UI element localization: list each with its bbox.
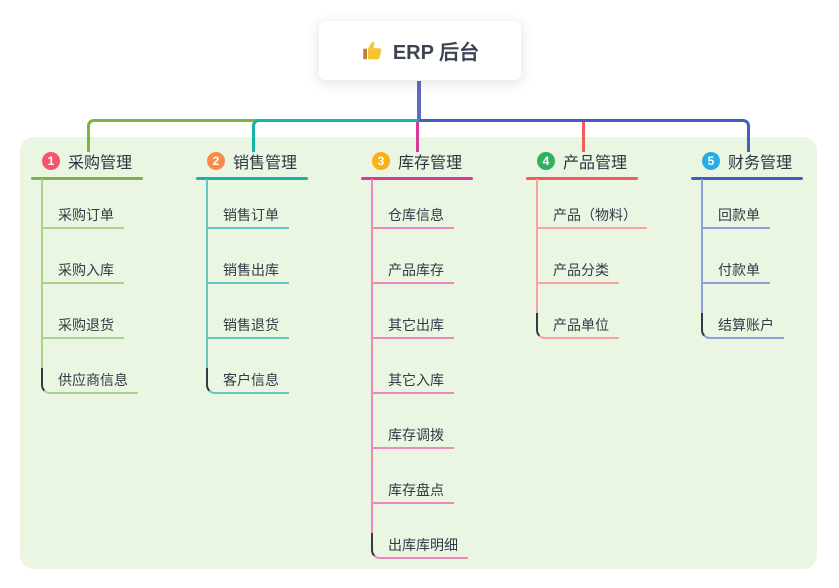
thumbs-up-icon <box>361 40 383 62</box>
child-node-label: 其它出库 <box>388 317 444 333</box>
child-node-customer-info[interactable]: 客户信息 <box>206 368 289 394</box>
connector-elbow-finance <box>419 119 750 152</box>
child-node-label: 采购入库 <box>58 262 114 278</box>
branch-node-purchase-management[interactable]: 1 采购管理 <box>42 150 132 172</box>
branch-node-product-management[interactable]: 4 产品管理 <box>537 150 627 172</box>
branch-title: 产品管理 <box>563 155 628 172</box>
child-node-payment-order[interactable]: 付款单 <box>701 258 770 284</box>
child-node-label: 产品库存 <box>388 262 444 278</box>
root-node[interactable]: ERP 后台 <box>318 20 522 81</box>
child-node-supplier-info[interactable]: 供应商信息 <box>41 368 138 394</box>
branch-number-badge: 5 <box>702 152 720 170</box>
child-node-purchase-return[interactable]: 采购退货 <box>41 313 124 339</box>
branch-underline <box>31 177 143 180</box>
child-node-label: 销售出库 <box>223 262 279 278</box>
child-node-warehouse-info[interactable]: 仓库信息 <box>371 203 454 229</box>
child-node-purchase-order[interactable]: 采购订单 <box>41 203 124 229</box>
branch-title: 财务管理 <box>728 155 793 172</box>
branch-title: 采购管理 <box>68 155 133 172</box>
branch-node-inventory-management[interactable]: 3 库存管理 <box>372 150 462 172</box>
child-node-sales-return[interactable]: 销售退货 <box>206 313 289 339</box>
child-node-receipt-order[interactable]: 回款单 <box>701 203 770 229</box>
child-node-label: 结算账户 <box>718 317 774 333</box>
branch-title: 销售管理 <box>233 155 298 172</box>
child-node-outbound-detail[interactable]: 出库库明细 <box>371 533 468 559</box>
branch-number-badge: 4 <box>537 152 555 170</box>
child-node-label: 库存盘点 <box>388 482 444 498</box>
child-node-label: 采购订单 <box>58 207 114 223</box>
branch-underline <box>691 177 803 180</box>
child-node-product-category[interactable]: 产品分类 <box>536 258 619 284</box>
child-node-other-outbound[interactable]: 其它出库 <box>371 313 454 339</box>
connector-elbow-sales <box>252 119 419 152</box>
connector-drop-product <box>582 121 585 152</box>
child-node-label: 产品分类 <box>553 262 609 278</box>
branch-underline <box>196 177 308 180</box>
child-node-product-material[interactable]: 产品（物料） <box>536 203 647 229</box>
child-node-label: 其它入库 <box>388 372 444 388</box>
child-node-settlement-account[interactable]: 结算账户 <box>701 313 784 339</box>
child-node-label: 出库库明细 <box>388 537 458 553</box>
child-node-product-unit[interactable]: 产品单位 <box>536 313 619 339</box>
branch-underline <box>526 177 638 180</box>
branch-number-badge: 2 <box>207 152 225 170</box>
root-title: ERP 后台 <box>392 42 480 64</box>
branch-node-finance-management[interactable]: 5 财务管理 <box>702 150 792 172</box>
branch-spine-line <box>536 179 538 315</box>
branch-title: 库存管理 <box>398 155 463 172</box>
branch-node-sales-management[interactable]: 2 销售管理 <box>207 150 297 172</box>
branch-underline <box>361 177 473 180</box>
child-node-label: 产品（物料） <box>553 207 637 223</box>
child-node-label: 销售退货 <box>223 317 279 333</box>
child-node-label: 客户信息 <box>223 372 279 388</box>
branch-spine-line <box>371 179 373 535</box>
child-node-label: 采购退货 <box>58 317 114 333</box>
child-node-label: 产品单位 <box>553 317 609 333</box>
child-node-other-inbound[interactable]: 其它入库 <box>371 368 454 394</box>
root-connector-line <box>417 81 421 121</box>
branch-spine-line <box>701 179 703 315</box>
child-node-stock-transfer[interactable]: 库存调拨 <box>371 423 454 449</box>
child-node-product-stock[interactable]: 产品库存 <box>371 258 454 284</box>
branch-spine-line <box>41 179 43 370</box>
branch-spine-line <box>206 179 208 370</box>
child-node-label: 仓库信息 <box>388 207 444 223</box>
branch-number-badge: 1 <box>42 152 60 170</box>
connector-drop-inventory <box>416 121 419 152</box>
child-node-label: 库存调拨 <box>388 427 444 443</box>
child-node-label: 回款单 <box>718 207 760 223</box>
branch-number-badge: 3 <box>372 152 390 170</box>
child-node-purchase-inbound[interactable]: 采购入库 <box>41 258 124 284</box>
child-node-label: 销售订单 <box>223 207 279 223</box>
child-node-label: 供应商信息 <box>58 372 128 388</box>
child-node-stock-taking[interactable]: 库存盘点 <box>371 478 454 504</box>
mindmap-panel <box>20 137 817 569</box>
child-node-sales-order[interactable]: 销售订单 <box>206 203 289 229</box>
child-node-sales-outbound[interactable]: 销售出库 <box>206 258 289 284</box>
child-node-label: 付款单 <box>718 262 760 278</box>
